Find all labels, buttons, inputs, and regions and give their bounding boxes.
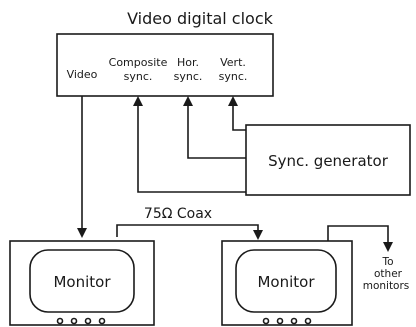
video-port-label: Video: [67, 68, 98, 81]
left-monitor-label: Monitor: [53, 273, 111, 291]
other-monitors-arrow: [383, 242, 393, 252]
left-monitor-screen: [29, 249, 135, 313]
right-monitor-case: [221, 240, 353, 326]
composite-sync-line: [137, 104, 246, 193]
sync-generator-box: [245, 124, 411, 196]
left-monitor-knobs: [56, 317, 106, 325]
vert-sync-line: [232, 104, 246, 131]
other-monitors-label-line2: other: [374, 268, 403, 280]
coax-arrow: [253, 230, 263, 240]
diagram-title: Video digital clock: [127, 9, 274, 28]
other-monitors-label-line3: monitors: [363, 280, 410, 292]
composite-sync-arrow: [133, 96, 143, 106]
vert-sync-arrow: [228, 96, 238, 106]
hor-sync-label-line2: sync.: [174, 70, 203, 83]
hor-sync-label-line1: Hor.: [177, 56, 199, 69]
coax-label: 75Ω Coax: [144, 206, 212, 222]
vert-sync-label-line1: Vert.: [220, 56, 246, 69]
other-monitors-label-line1: To: [381, 256, 393, 268]
right-monitor-screen: [235, 249, 337, 313]
composite-sync-label-line1: Composite: [109, 56, 168, 69]
left-monitor-case: [9, 240, 155, 326]
right-monitor-knobs: [262, 317, 312, 325]
hor-sync-arrow: [183, 96, 193, 106]
sync-generator-label: Sync. generator: [268, 152, 389, 170]
coax-line: [116, 224, 259, 237]
video-arrow: [77, 228, 87, 238]
composite-sync-label-line2: sync.: [124, 70, 153, 83]
clock-box: [56, 33, 274, 97]
vert-sync-label-line2: sync.: [219, 70, 248, 83]
right-monitor-label: Monitor: [257, 273, 315, 291]
hor-sync-line: [187, 104, 246, 159]
other-monitors-line: [327, 225, 389, 244]
